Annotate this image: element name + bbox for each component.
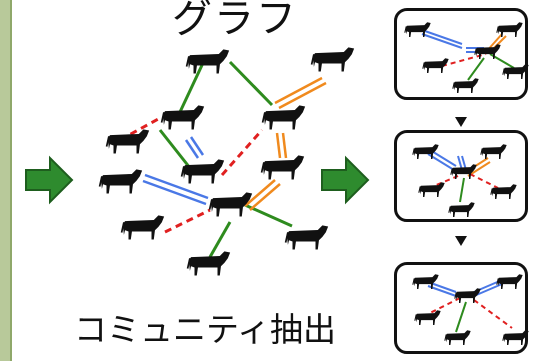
cow-icon	[186, 250, 232, 277]
cow-icon	[185, 48, 231, 75]
panel-2-graph	[412, 143, 518, 218]
left-edge-strip	[0, 0, 12, 361]
cow-icon	[284, 224, 330, 251]
cow-icon	[98, 168, 144, 195]
graph-title: グラフ	[172, 0, 298, 42]
cow-icon	[261, 104, 307, 131]
cow-icon	[208, 191, 254, 218]
down-triangle-icon	[455, 117, 467, 127]
down-triangle-icon	[455, 236, 467, 246]
main-graph-edges	[119, 60, 327, 258]
cow-icon	[120, 214, 166, 241]
cow-icon	[105, 128, 151, 155]
cow-icon	[260, 154, 306, 181]
green-arrow-icon	[25, 157, 73, 203]
cow-icon	[180, 158, 226, 185]
cow-icon	[310, 46, 356, 73]
panel-1-graph	[404, 21, 530, 94]
panel-3-graph	[412, 273, 530, 346]
green-arrow-icon	[321, 157, 369, 203]
community-extraction-caption: コミュニティ抽出	[74, 310, 337, 349]
